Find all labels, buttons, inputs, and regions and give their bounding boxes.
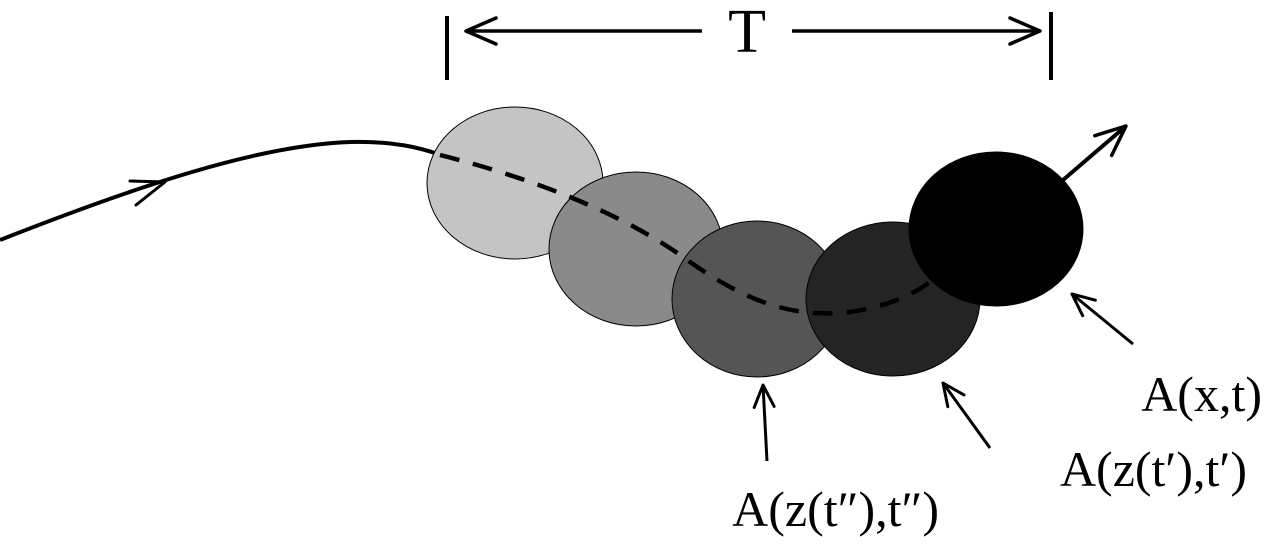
past-trajectory (0, 139, 439, 242)
dashed-trajectory (439, 152, 947, 316)
label-double-prime: A(z(t″),t″) (732, 481, 939, 537)
pointer-arrow-double-prime (752, 383, 776, 462)
interval-bracket: T (445, 0, 1053, 80)
interval-label: T (728, 0, 766, 66)
pointer-arrow-current (1070, 292, 1134, 346)
future-direction-arrow (1061, 124, 1128, 182)
circle-5 (908, 151, 1084, 307)
pointer-arrow-prime (941, 381, 992, 449)
label-current: A(x,t) (1141, 366, 1262, 422)
circle-chain (426, 106, 1084, 378)
label-prime: A(z(t′),t′) (1060, 441, 1247, 497)
trajectory-direction-arrowhead (128, 179, 167, 207)
